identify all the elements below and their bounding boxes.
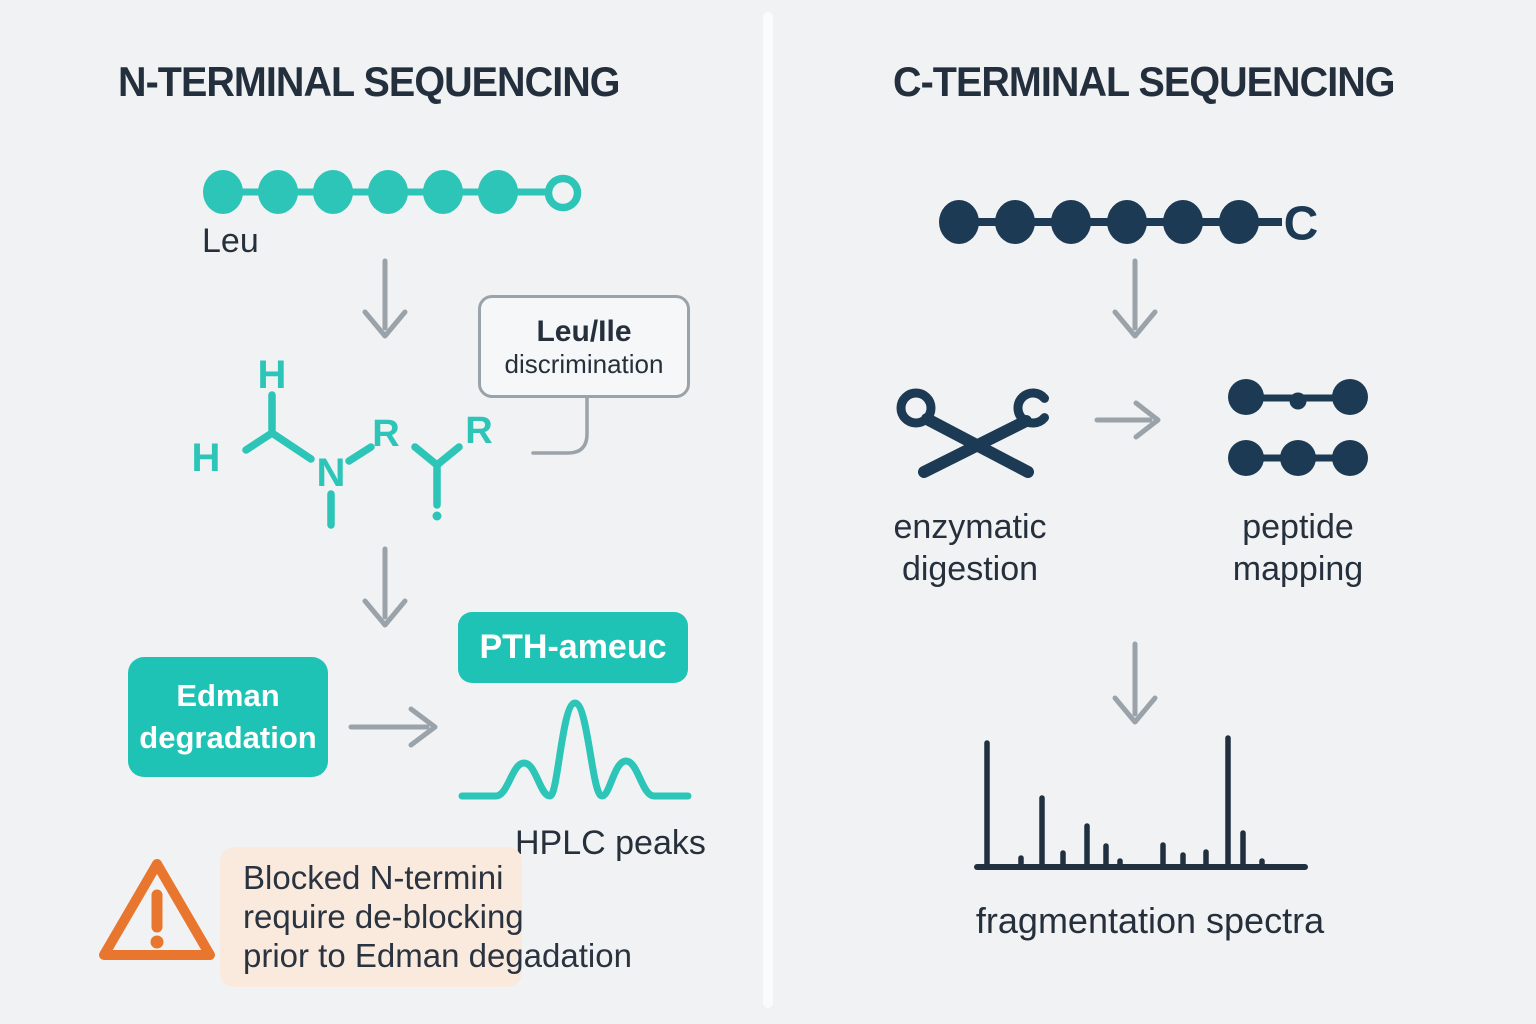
center-divider xyxy=(763,12,773,1008)
warning-note-box xyxy=(220,847,522,987)
callout-line-1: Leu/Ile xyxy=(536,314,632,348)
open-terminal-residue-icon xyxy=(544,174,582,212)
callout-connector xyxy=(531,396,589,455)
peptide-fragments-icon xyxy=(1228,379,1368,476)
radical-dot-icon xyxy=(432,511,442,521)
c-terminus-label: C xyxy=(1284,198,1319,251)
warning-line-2: require de-blocking xyxy=(243,898,524,935)
peptide-chain-icon: C xyxy=(939,198,1319,251)
peptide-chain-icon xyxy=(203,170,582,214)
atom-r2: R xyxy=(465,410,492,452)
digestion-line-1: enzymatic xyxy=(893,508,1047,546)
residue-label: Leu xyxy=(202,222,259,260)
edman-line-2: degradation xyxy=(139,720,317,755)
pth-label: PTH-ameuc xyxy=(479,628,667,666)
down-arrow-icon xyxy=(1112,641,1158,725)
hplc-curve xyxy=(458,699,692,800)
edman-degradation-box: Edman degradation xyxy=(128,657,328,777)
callout-line-2: discrimination xyxy=(504,348,664,379)
atom-r1: R xyxy=(372,413,399,455)
pth-box: PTH-ameuc xyxy=(458,612,688,683)
down-arrow-icon xyxy=(362,258,408,339)
down-arrow-icon xyxy=(362,546,408,628)
right-arrow-icon xyxy=(348,706,438,748)
mapping-line-2: mapping xyxy=(1232,550,1364,588)
right-panel-title: C-TERMINAL SEQUENCING xyxy=(893,58,1396,105)
warning-line-1: Blocked N-termini xyxy=(243,859,504,896)
down-arrow-icon xyxy=(1112,258,1158,339)
hplc-label: HPLC peaks xyxy=(515,824,706,862)
spectra-label: fragmentation spectra xyxy=(975,900,1325,941)
digestion-label: enzymatic digestion xyxy=(885,506,1055,590)
mapping-label: peptide mapping xyxy=(1213,506,1383,590)
atom-h-top: H xyxy=(258,353,287,397)
warning-icon xyxy=(99,859,215,960)
atom-h-left: H xyxy=(192,436,221,480)
right-arrow-icon xyxy=(1094,400,1161,440)
spectrum-chart xyxy=(974,735,1308,870)
left-panel-title: N-TERMINAL SEQUENCING xyxy=(118,58,621,105)
spectrum-peak-lines xyxy=(984,735,1265,870)
warning-note-text: Blocked N-termini require de-blocking pr… xyxy=(243,858,632,975)
edman-line-1: Edman xyxy=(176,678,280,713)
mapping-line-1: peptide xyxy=(1242,508,1354,546)
atom-n: N xyxy=(317,451,346,495)
chem-structure: H H N R R xyxy=(192,353,493,529)
digestion-line-2: digestion xyxy=(901,550,1039,588)
leu-ile-callout: Leu/Ile discrimination xyxy=(478,295,690,398)
warning-line-3: prior to Edman degadation xyxy=(243,937,632,974)
scissors-icon xyxy=(896,388,1049,478)
